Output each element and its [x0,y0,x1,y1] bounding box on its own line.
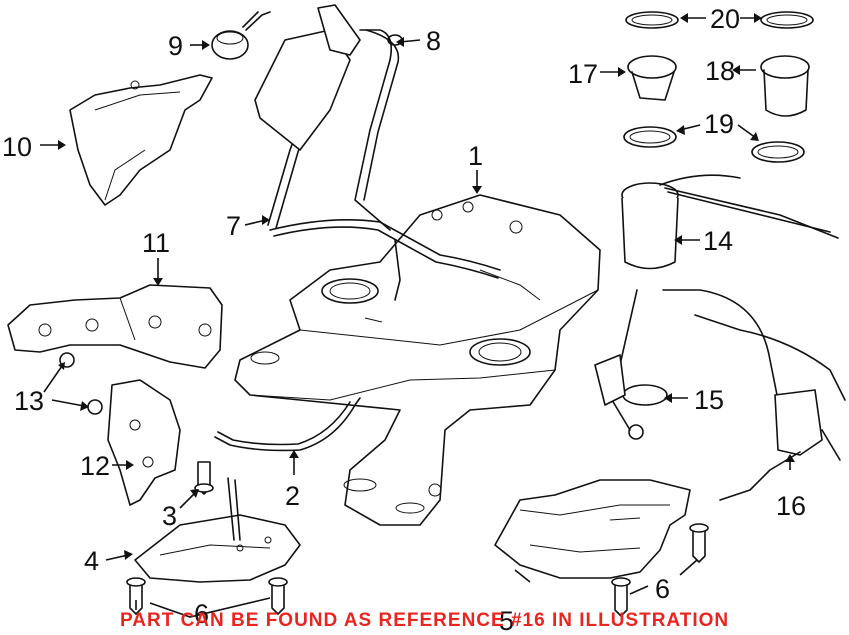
callout-6-left: 6 [194,599,209,629]
callout-9: 9 [168,31,183,61]
bolt-parts [126,461,709,617]
callout-2: 2 [285,481,300,511]
heat-shield-part [69,74,213,206]
callout-19: 19 [704,109,734,139]
protection-plate-right-part [494,479,691,579]
fuel-tank-part [234,194,601,526]
callout-1: 1 [468,141,483,171]
callout-12: 12 [80,451,110,481]
callout-14: 14 [703,226,733,256]
callout-8: 8 [426,26,441,56]
callout-10: 10 [2,132,32,162]
pump-wiring-part [662,289,846,501]
callout-3: 3 [162,501,177,531]
callout-4: 4 [84,546,99,576]
callout-11: 11 [142,228,170,258]
pump-ring-parts [623,11,814,163]
fuel-pump-module-part [621,174,839,270]
callout-15: 15 [694,385,724,415]
reference-banner: PART CAN BE FOUND AS REFERENCE #16 IN IL… [120,610,729,631]
level-sender-part [594,289,668,440]
vent-valve-part [211,11,271,60]
leader-lines [40,13,795,618]
small-shield-part [107,379,181,506]
tank-strap-part [214,397,361,452]
callout-13: 13 [14,386,44,416]
callout-17: 17 [568,59,598,89]
exhaust-shield-part [7,284,223,369]
callout-5: 5 [499,606,514,635]
fuel-lines-part [254,4,501,301]
callout-20: 20 [710,4,740,34]
callout-7: 7 [226,211,241,241]
callout-18: 18 [705,56,735,86]
protection-plate-left-part [134,477,301,583]
callout-16: 16 [776,491,806,521]
callout-6-right: 6 [655,574,670,604]
callout-labels: 1 2 3 4 5 6 6 7 8 9 10 11 12 13 14 15 16… [2,4,806,635]
